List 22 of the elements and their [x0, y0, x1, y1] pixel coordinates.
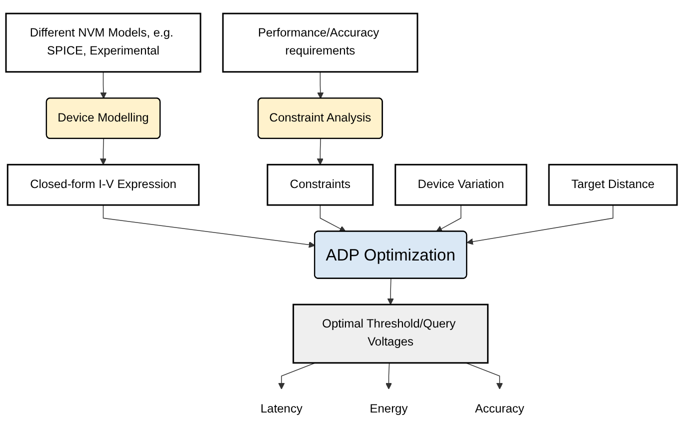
node-text: Energy	[370, 402, 408, 416]
node-box: Performance/Accuracy requirements	[222, 12, 418, 73]
arrow	[387, 278, 394, 305]
node-text: Latency	[260, 402, 302, 416]
node-box: Closed-form I-V Expression	[6, 164, 200, 206]
arrow	[317, 72, 324, 99]
node-box: Target Distance	[548, 164, 678, 206]
node-box: Different NVM Models, e.g. SPICE, Experimental	[5, 12, 202, 73]
arrow	[102, 204, 316, 248]
node-text: Accuracy	[475, 402, 524, 416]
arrow	[316, 138, 324, 165]
arrow	[466, 204, 614, 245]
arrow	[466, 362, 503, 390]
arrow	[100, 72, 107, 99]
node-box: Device Variation	[394, 164, 528, 206]
arrow	[320, 204, 346, 232]
arrow	[385, 362, 392, 390]
node-box: Constraints	[266, 164, 374, 206]
arrow	[100, 138, 107, 165]
node-box: Optimal Threshold/Query Voltages	[292, 304, 489, 364]
arrow	[278, 362, 316, 390]
arrow	[436, 204, 462, 232]
